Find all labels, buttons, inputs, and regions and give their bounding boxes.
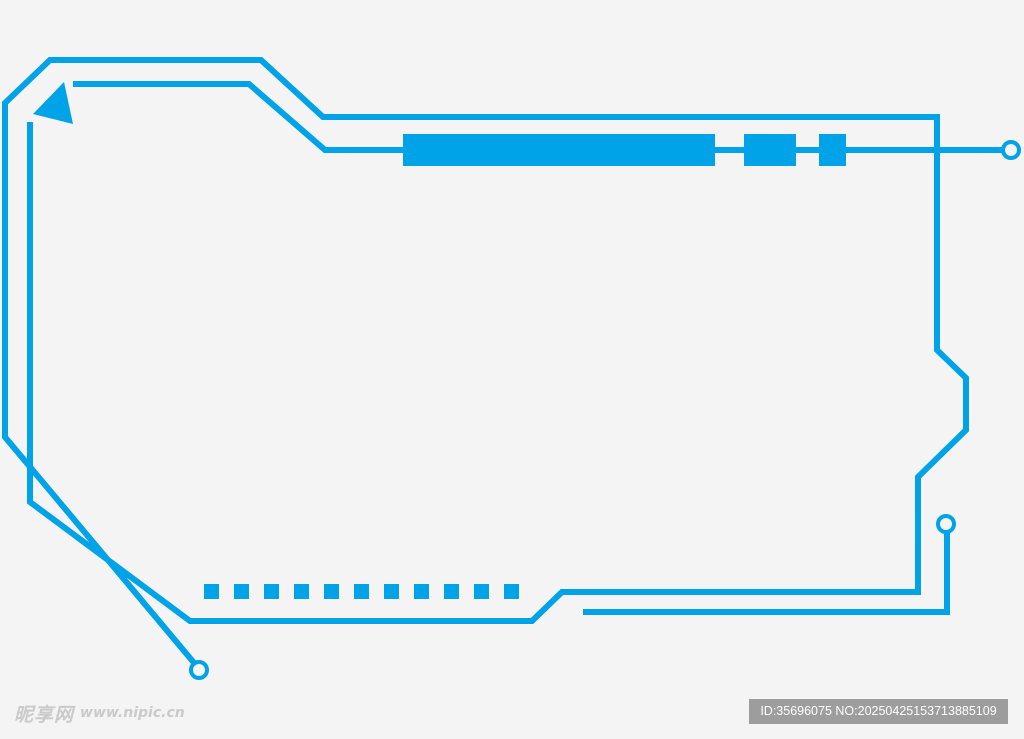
circle-node-icon (1001, 140, 1021, 160)
dash-square (504, 584, 519, 599)
bottom-dash-row (204, 584, 519, 599)
dash-square (414, 584, 429, 599)
triangle-pointer-icon (33, 82, 73, 124)
dash-square (264, 584, 279, 599)
top-bar-small (819, 134, 846, 166)
dash-square (444, 584, 459, 599)
bottom-right-connector (583, 533, 950, 615)
dash-square (294, 584, 309, 599)
circle-node-icon (189, 660, 209, 680)
watermark-brand: 昵享网 (14, 703, 75, 726)
dash-square (324, 584, 339, 599)
top-bar-long (403, 134, 715, 166)
watermark-logo: 昵享网 www.nipic.cn (14, 700, 185, 726)
watermark-url: www.nipic.cn (80, 705, 185, 721)
id-badge: ID:35696075 NO:20250425153713885109 (749, 699, 1008, 724)
top-bar-medium (744, 134, 796, 166)
dash-square (234, 584, 249, 599)
dash-square (354, 584, 369, 599)
dash-square (384, 584, 399, 599)
outer-frame-line (2, 57, 969, 672)
circle-node-icon (936, 514, 956, 534)
dash-square (204, 584, 219, 599)
dash-square (474, 584, 489, 599)
